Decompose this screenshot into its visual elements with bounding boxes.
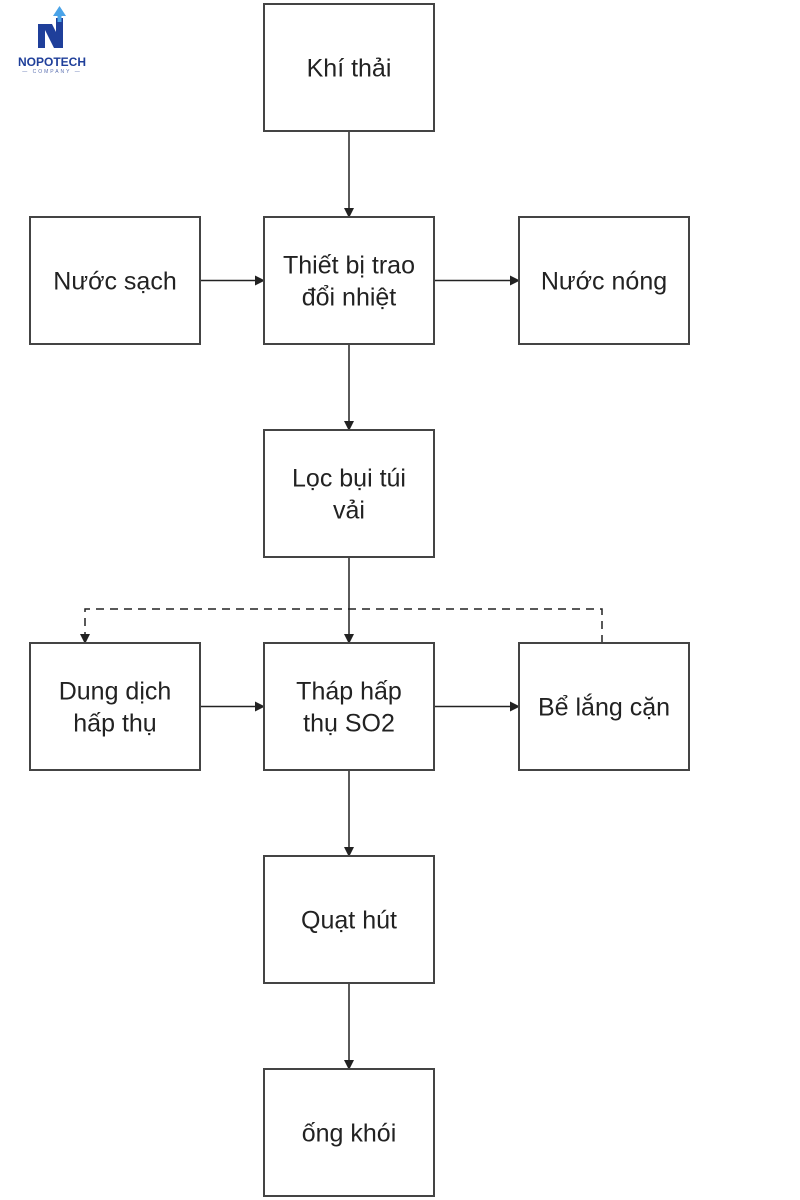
node-label: thụ SO2 (303, 710, 395, 738)
node-label: Nước nóng (541, 268, 667, 296)
node-box (263, 1068, 435, 1197)
node-box (518, 216, 690, 345)
node-nuoc-nong: Nước nóng (518, 216, 690, 345)
node-box (263, 642, 435, 771)
node-box (29, 216, 201, 345)
node-label: Lọc bụi túi (292, 465, 406, 493)
node-thiet-bi: Thiết bị trao đổi nhiệt (263, 216, 435, 345)
node-label: đổi nhiệt (302, 284, 397, 312)
node-label: hấp thụ (73, 710, 156, 738)
logo-mark-icon (38, 6, 66, 48)
node-label: Nước sạch (53, 268, 176, 296)
node-label: vải (333, 497, 365, 525)
node-dung-dich: Dung dịch hấp thụ (29, 642, 201, 771)
company-logo: NOPOTECH — COMPANY — (8, 4, 96, 76)
node-box (29, 642, 201, 771)
node-box (263, 855, 435, 984)
node-label: Dung dịch (59, 678, 172, 706)
edge-be-lang-to-dung-dich (80, 608, 603, 644)
node-label: Bể lắng cặn (538, 693, 670, 722)
node-nuoc-sach: Nước sạch (29, 216, 201, 345)
node-label: ống khói (302, 1120, 397, 1148)
logo-subtitle: — COMPANY — (22, 69, 82, 75)
node-box (518, 642, 690, 771)
node-label: Quạt hút (301, 907, 397, 935)
node-loc-bui: Lọc bụi túi vải (263, 429, 435, 558)
node-box (263, 3, 435, 132)
logo-name: NOPOTECH (17, 55, 86, 69)
node-ong-khoi: ống khói (263, 1068, 435, 1197)
node-label: Khí thải (307, 55, 392, 83)
node-khi-thai: Khí thải (263, 3, 435, 132)
node-label: Tháp hấp (296, 678, 402, 706)
node-thap-hap-thu: Tháp hấp thụ SO2 (263, 642, 435, 771)
node-quat-hut: Quạt hút (263, 855, 435, 984)
node-be-lang: Bể lắng cặn (518, 642, 690, 771)
node-box (263, 216, 435, 345)
node-box (263, 429, 435, 558)
node-label: Thiết bị trao (283, 252, 415, 280)
edges-layer (80, 131, 603, 1070)
